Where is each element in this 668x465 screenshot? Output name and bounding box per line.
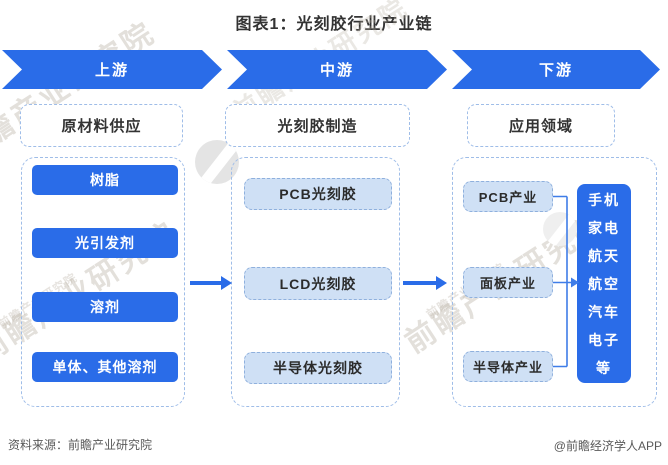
- end-market-line: 电子: [588, 331, 620, 348]
- item-semi-industry: 半导体产业: [463, 351, 553, 382]
- item-monomer-other: 单体、其他溶剂: [32, 352, 178, 382]
- end-market-line: 航天: [588, 247, 620, 264]
- source-note: 资料来源：前瞻产业研究院: [8, 438, 153, 452]
- banner-segment-downstream: 下游: [452, 50, 660, 89]
- end-market-line: 航空: [588, 275, 620, 292]
- end-market-line: 手机: [588, 191, 620, 208]
- end-market-line: 家电: [588, 219, 620, 236]
- item-semi-photoresist: 半导体光刻胶: [244, 352, 392, 384]
- banner-segment-midstream: 中游: [227, 50, 447, 89]
- end-market-line: 汽车: [588, 303, 620, 320]
- downstream-group-box: [452, 157, 657, 407]
- credit-note: @前瞻经济学人APP: [553, 439, 662, 453]
- end-market-line: 等: [596, 359, 612, 376]
- item-solvent: 溶剂: [32, 292, 178, 322]
- item-pcb-industry: PCB产业: [463, 181, 553, 212]
- header-applications: 应用领域: [467, 104, 615, 147]
- arrow-midstream-to-downstream-icon: [403, 276, 447, 290]
- upstream-group-box: [21, 157, 185, 407]
- end-market-box: 手机 家电 航天 航空 汽车 电子 等: [577, 184, 631, 383]
- item-panel-industry: 面板产业: [463, 267, 553, 298]
- header-raw-materials: 原材料供应: [20, 104, 183, 147]
- item-resin: 树脂: [32, 165, 178, 195]
- banner-segment-upstream: 上游: [2, 50, 222, 89]
- chart-title: 图表1：光刻胶行业产业链: [235, 16, 433, 33]
- item-photoinitiator: 光引发剂: [32, 228, 178, 258]
- header-manufacturing: 光刻胶制造: [225, 104, 410, 147]
- arrow-upstream-to-midstream-icon: [190, 276, 232, 290]
- downstream-connector-lines: [553, 195, 579, 368]
- item-lcd-photoresist: LCD光刻胶: [244, 267, 392, 300]
- item-pcb-photoresist: PCB光刻胶: [244, 178, 392, 210]
